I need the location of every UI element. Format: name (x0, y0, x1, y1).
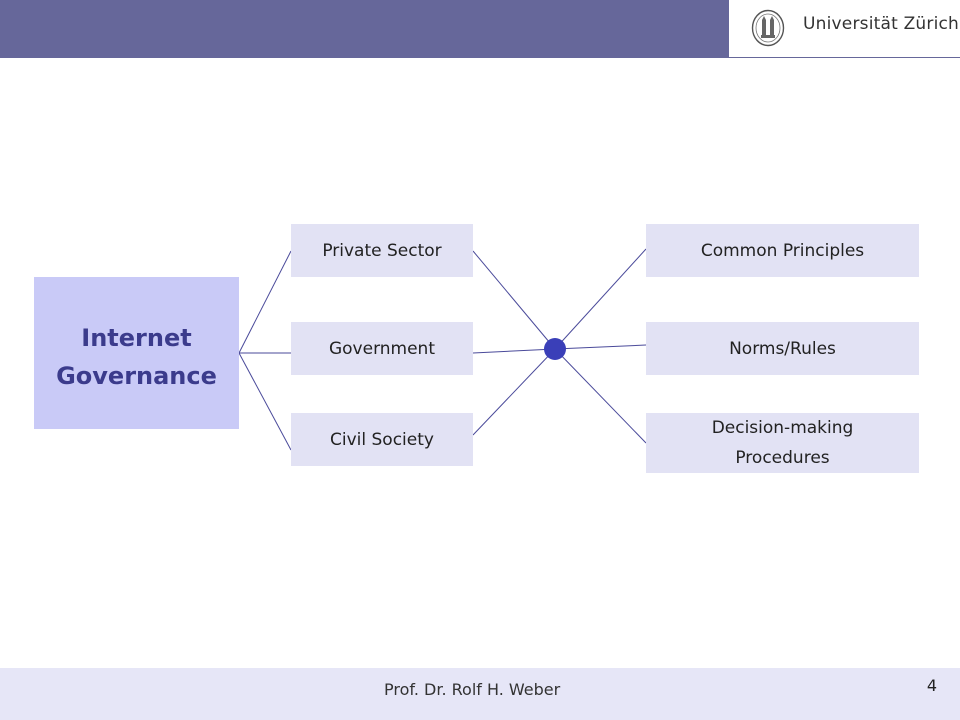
norms-rules-label: Norms/Rules (729, 338, 836, 359)
connector-hub-to-decision-making (554, 348, 647, 444)
private-sector-box: Private Sector (291, 224, 473, 277)
hub-node (544, 338, 566, 360)
footer-bar (0, 668, 960, 720)
connector-main-to-civil-society (238, 352, 292, 451)
common-principles-label: Common Principles (700, 240, 865, 261)
government-box: Government (291, 322, 473, 375)
civil-society-label: Civil Society (330, 429, 434, 450)
government-label: Government (328, 338, 436, 359)
connector-main-to-private-sector (238, 250, 292, 354)
university-logo: Universität Zürich (728, 0, 960, 58)
civil-society-box: Civil Society (291, 413, 473, 466)
university-name: Universität Zürich (803, 14, 960, 34)
decision-making-box: Decision-making Procedures (646, 413, 919, 473)
decision-making-label-line-2: Procedures (735, 448, 830, 468)
connector-hub-to-norms-rules (554, 344, 647, 350)
page-number: 4 (926, 676, 938, 695)
decision-making-label-line-1: Decision-making (711, 418, 854, 438)
common-principles-box: Common Principles (646, 224, 919, 277)
footer-author: Prof. Dr. Rolf H. Weber (384, 680, 561, 699)
main-title-line-1: Internet (81, 324, 192, 352)
internet-governance-title: Internet Governance (34, 319, 239, 395)
university-seal-icon (751, 9, 785, 47)
internet-governance-box: Internet Governance (34, 277, 239, 429)
connector-private-sector-to-hub (472, 250, 556, 350)
header-bar (0, 0, 728, 58)
connector-hub-to-common-principles (554, 248, 647, 350)
connector-government-to-hub (472, 348, 556, 354)
main-title-line-2: Governance (56, 362, 217, 390)
private-sector-label: Private Sector (322, 240, 442, 261)
norms-rules-box: Norms/Rules (646, 322, 919, 375)
connector-civil-society-to-hub (472, 348, 556, 436)
